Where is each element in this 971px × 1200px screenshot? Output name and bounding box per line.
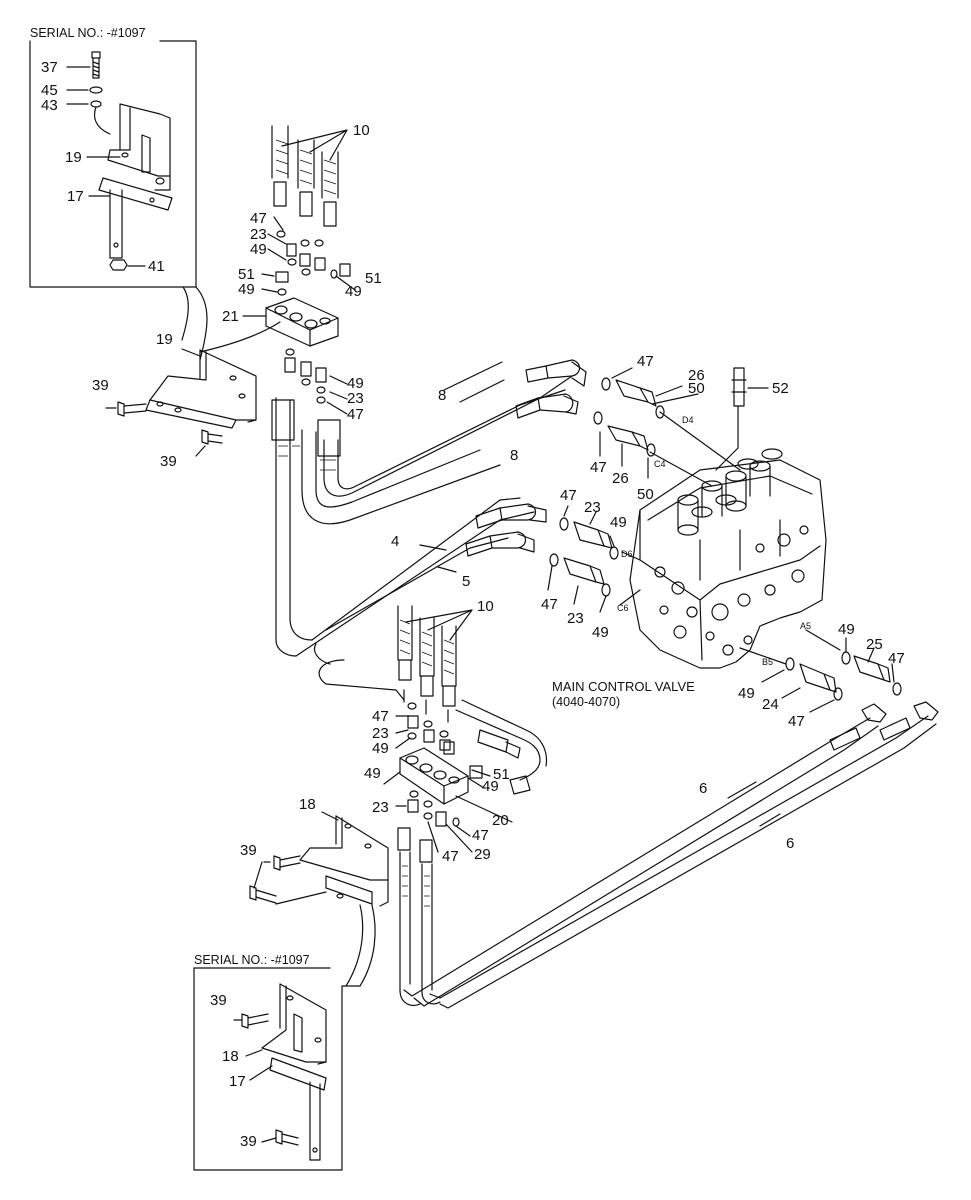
part-label: 49 [345,283,362,300]
part-label: 49 [238,281,255,298]
part-label: 49 [482,778,499,795]
hose-braid-marks [275,139,455,907]
part-label: 23 [567,610,584,627]
part-label: 49 [347,375,364,392]
bolts-39-upper [105,401,223,457]
manifold-block-21 [242,297,339,347]
main-control-valve [629,448,827,669]
fittings-right [403,629,939,1009]
part-label: 47 [472,827,489,844]
part-label: 23 [347,390,364,407]
part-label: 39 [92,377,109,394]
hoses-4-5 [295,497,641,701]
part-label: 41 [148,258,165,275]
port-d4: D4 [682,415,694,425]
part-label: 50 [688,380,705,397]
part-label: 47 [347,406,364,423]
inset-box-top [29,40,208,361]
part-label: 47 [637,353,654,370]
part-label: 39 [210,992,227,1009]
part-label: 47 [372,708,389,725]
hoses-8 [271,359,587,657]
part-label: 47 [788,713,805,730]
manifold-block-20 [383,702,513,853]
part-label: 8 [510,447,519,464]
part-label: 49 [592,624,609,641]
bracket-18-lower [249,811,389,987]
serial-number-bottom: SERIAL NO.: -#1097 [194,953,310,967]
serial-number-top: SERIAL NO.: -#1097 [30,26,146,40]
part-label: 6 [699,780,708,797]
part-label: 23 [584,499,601,516]
part-label: 21 [222,308,239,325]
part-label: 47 [888,650,905,667]
part-label: 49 [364,765,381,782]
port-d6: D6 [621,549,633,559]
lower-hoses-branch [397,699,548,1007]
part-label: 47 [250,210,267,227]
bracket-19-upper [145,321,281,429]
part-label: 23 [372,799,389,816]
part-label: 26 [688,367,705,384]
part-label: 24 [762,696,779,713]
part-label: 5 [462,573,471,590]
port-b5: B5 [762,657,774,667]
part-label: 49 [610,514,627,531]
part-label: 52 [772,380,789,397]
part-label: 6 [786,835,795,852]
part-label: 8 [438,387,447,404]
part-label: 45 [41,82,58,99]
inset-box-bottom [193,967,361,1171]
part-label: 51 [493,766,510,783]
part-label: 49 [372,740,389,757]
part-label: 49 [738,685,755,702]
part-label: 19 [156,331,173,348]
part-label: 23 [250,226,267,243]
part-label: 4 [391,533,400,550]
part-label: 10 [477,598,494,615]
part-label: 19 [65,149,82,166]
valve-name: MAIN CONTROL VALVE [552,679,695,694]
fittings-26-upper [593,367,769,487]
part-label: 47 [590,459,607,476]
part-label: 18 [299,796,316,813]
port-a5: A5 [800,621,812,631]
part-label: 49 [838,621,855,638]
part-label: 37 [41,59,58,76]
part-label: 39 [240,1133,257,1150]
part-label: 51 [365,270,382,287]
upper-fittings [261,125,356,415]
valve-models: (4040-4070) [552,695,621,709]
part-label: 10 [353,122,370,139]
port-c4: C4 [654,459,666,469]
part-label: 20 [492,812,509,829]
part-label: 43 [41,97,58,114]
part-label: 26 [612,470,629,487]
part-label: 47 [560,487,577,504]
part-label: 17 [229,1073,246,1090]
lower-hoses-10 [397,605,473,723]
part-label: 29 [474,846,491,863]
part-label: 18 [222,1048,239,1065]
part-label: 39 [160,453,177,470]
part-label: 47 [442,848,459,865]
part-label: 17 [67,188,84,205]
part-label: 51 [238,266,255,283]
part-label: 50 [637,486,654,503]
port-c6: C6 [617,603,629,613]
part-label: 23 [372,725,389,742]
part-label: 25 [866,636,883,653]
part-label: 47 [541,596,558,613]
part-label: 49 [250,241,267,258]
part-label: 39 [240,842,257,859]
